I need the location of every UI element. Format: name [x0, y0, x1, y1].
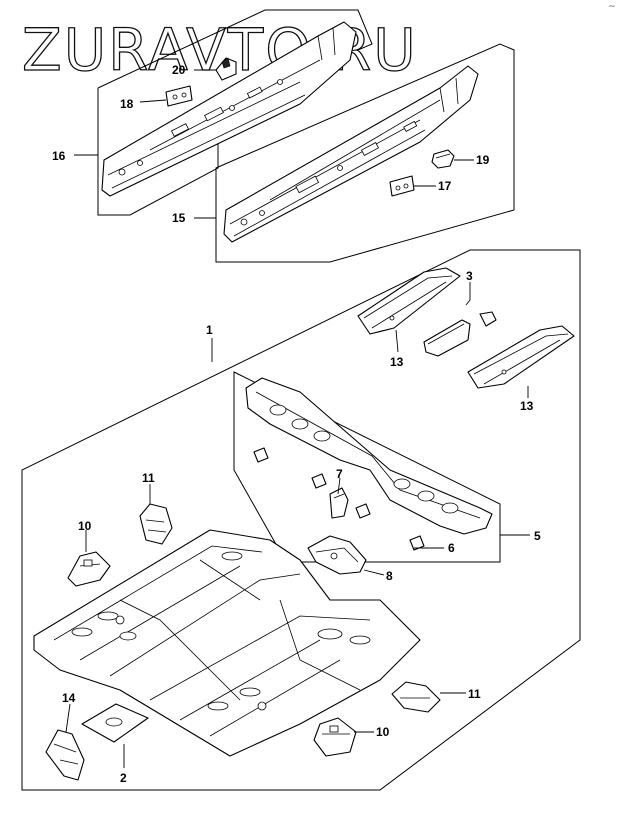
side-sill-outer-15	[223, 65, 479, 243]
callout-18: 18	[120, 97, 134, 111]
callout-6: 6	[448, 541, 455, 555]
callout-16: 16	[52, 149, 66, 163]
callout-3: 3	[466, 269, 473, 283]
group-box-1	[21, 249, 581, 791]
side-sill-inner-16	[101, 21, 357, 197]
callout-1: 1	[206, 323, 213, 337]
callout-5: 5	[534, 529, 541, 543]
callout-13-right: 13	[520, 399, 534, 413]
bracket-10-upper	[67, 551, 111, 587]
bracket-11-upper	[139, 503, 173, 545]
member-13-left	[357, 267, 461, 335]
plate-17	[389, 175, 415, 197]
bracket-8	[307, 535, 367, 575]
clip-6-group	[253, 447, 425, 551]
callout-20: 20	[172, 63, 186, 77]
clip-19	[431, 149, 455, 169]
bracket-11-lower	[391, 681, 441, 713]
callout-13-left: 13	[390, 355, 404, 369]
group-box-5	[233, 371, 501, 563]
bracket-10-lower	[313, 717, 357, 757]
plate-18	[165, 85, 193, 107]
callout-2: 2	[120, 771, 127, 785]
callout-11-lower: 11	[468, 687, 481, 701]
member-13-right	[467, 325, 575, 389]
bracket-20	[215, 57, 237, 81]
bracket-7	[329, 487, 349, 519]
group-box-15	[215, 43, 515, 263]
floor-pan	[33, 529, 421, 757]
leader-lines	[65, 69, 530, 768]
callout-7: 7	[336, 467, 343, 481]
bracket-14	[45, 729, 85, 781]
callout-14: 14	[62, 691, 76, 705]
callout-10-lower: 10	[376, 725, 390, 739]
callout-11-upper: 11	[142, 471, 155, 485]
plate-2	[81, 703, 149, 743]
callout-19: 19	[476, 153, 490, 167]
corner-mark: ~	[608, 2, 616, 12]
callout-10-upper: 10	[78, 519, 92, 533]
callout-8: 8	[386, 569, 393, 583]
callout-17: 17	[438, 179, 452, 193]
callout-15: 15	[172, 211, 186, 225]
bracket-3	[423, 299, 497, 357]
crossmember-5	[245, 377, 493, 535]
